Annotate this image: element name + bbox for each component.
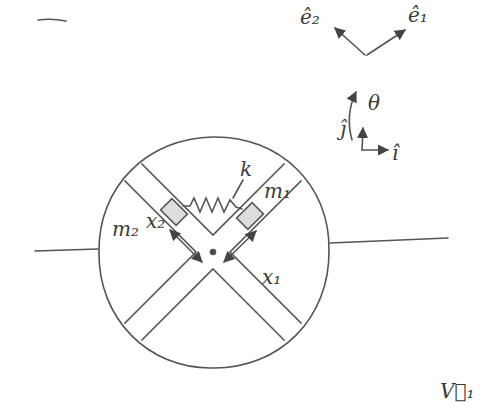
distance-label: x₁ [262, 266, 281, 288]
mass-block [237, 203, 264, 230]
unit-vector [335, 28, 365, 55]
mass-label: m₁ [264, 180, 291, 202]
mass-label: m₂ [112, 218, 139, 240]
dimension-arrow [224, 231, 256, 262]
reference-line [35, 249, 98, 251]
unit-vector-label: ĵ [340, 118, 346, 140]
unit-vector [367, 30, 405, 55]
velocity-label: V⃗₁ [440, 380, 474, 402]
reference-line [330, 238, 448, 243]
angle-arrow [349, 92, 356, 140]
spring-label: k [240, 158, 252, 180]
unit-vector-label: ê₂ [300, 6, 320, 28]
slot [15, 54, 411, 417]
rotating-disk [99, 137, 329, 368]
unit-vector-label: ê₁ [408, 4, 428, 26]
unit-vector-label: î [392, 142, 398, 164]
unit-vector [362, 128, 363, 150]
dimension-arrow [170, 230, 202, 262]
sketch-stroke [38, 19, 66, 21]
spring [183, 198, 242, 212]
unit-vector [362, 149, 388, 151]
leader-line [233, 180, 243, 198]
angle-label: θ [368, 92, 380, 114]
pivot [211, 250, 216, 255]
distance-label: x₂ [146, 210, 165, 232]
